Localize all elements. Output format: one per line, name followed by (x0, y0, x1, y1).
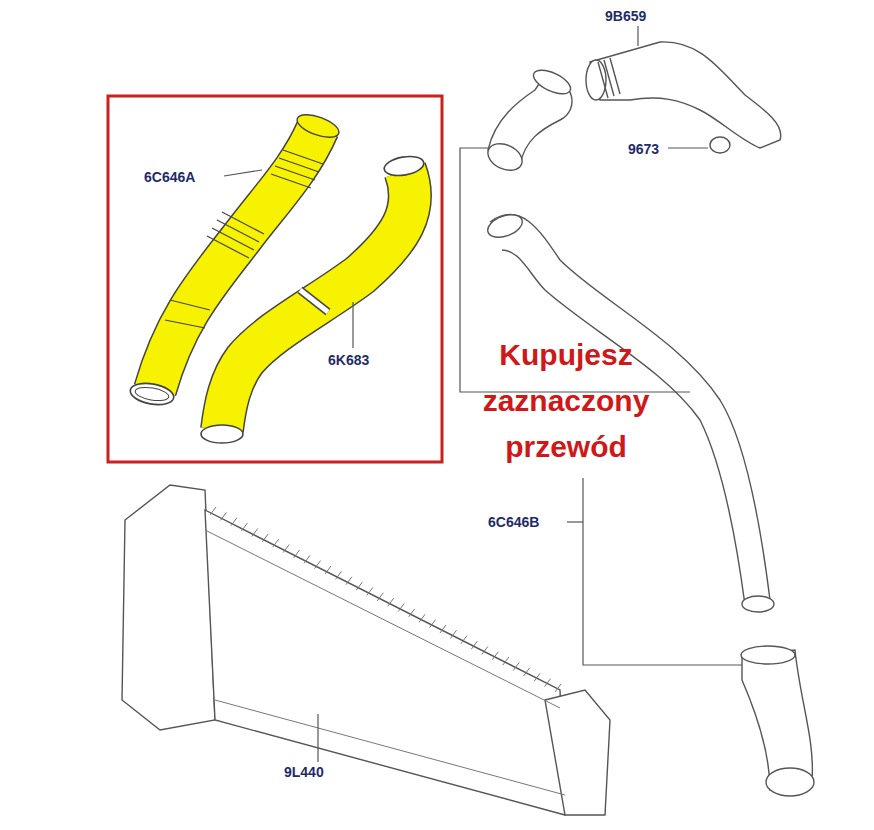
hose-6k683 (201, 154, 425, 443)
intercooler (122, 485, 610, 815)
callout-number: 6K683 (328, 352, 369, 368)
leader-lines (224, 26, 742, 762)
callout-number: 9B659 (605, 8, 646, 24)
selection-frame (108, 96, 442, 462)
elbow-hose-lower (741, 646, 814, 796)
callout-number: 6C646A (144, 169, 195, 185)
callout-number: 9673 (628, 141, 659, 157)
intake-pipe (586, 42, 781, 153)
callout-number: 9L440 (284, 764, 324, 780)
purchase-note: Kupujesz zaznaczony przewód (446, 332, 686, 470)
elbow-hose (484, 65, 574, 175)
callout-number: 6C646B (488, 514, 539, 530)
